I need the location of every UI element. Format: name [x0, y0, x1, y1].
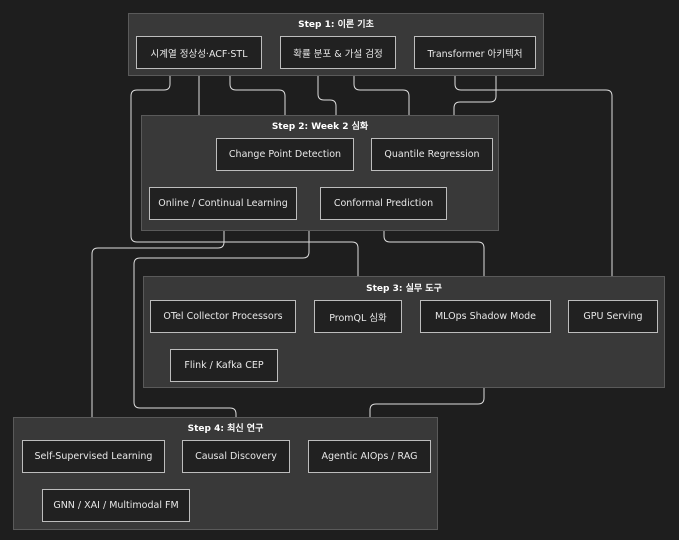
node-transformer[interactable]: Transformer 아키텍처 — [414, 36, 536, 69]
edge-prob-to-qr — [353, 69, 412, 139]
node-promql[interactable]: PromQL 심화 — [314, 300, 402, 333]
node-online-continual-learning[interactable]: Online / Continual Learning — [149, 187, 297, 220]
group-title: Step 1: 이론 기초 — [298, 20, 374, 30]
group-title: Step 2: Week 2 심화 — [271, 122, 369, 132]
edge-tf-to-gpu — [454, 69, 615, 301]
node-gpu-serving[interactable]: GPU Serving — [568, 300, 658, 333]
node-flink-kafka[interactable]: Flink / Kafka CEP — [170, 349, 278, 382]
edge-cp-to-mlops — [383, 220, 487, 301]
group-title: Step 4: 최신 연구 — [187, 424, 264, 434]
node-gnn-xai[interactable]: GNN / XAI / Multimodal FM — [42, 489, 190, 522]
group-title: Step 3: 실무 도구 — [366, 284, 442, 294]
node-probability[interactable]: 확률 분포 & 가설 검정 — [280, 36, 396, 69]
edge-ocl-to-ssl — [89, 220, 225, 441]
node-change-point-detection[interactable]: Change Point Detection — [216, 138, 354, 171]
node-mlops-shadow-mode[interactable]: MLOps Shadow Mode — [420, 300, 551, 333]
node-quantile-regression[interactable]: Quantile Regression — [371, 138, 493, 171]
node-causal-discovery[interactable]: Causal Discovery — [182, 440, 290, 473]
edge-ts-to-cpd — [229, 69, 288, 139]
edge-tf-to-qr — [451, 69, 497, 139]
node-agentic-aiops[interactable]: Agentic AIOps / RAG — [308, 440, 431, 473]
node-conformal-prediction[interactable]: Conformal Prediction — [320, 187, 447, 220]
edge-ts-to-promql — [130, 69, 361, 301]
node-otel-collector[interactable]: OTel Collector Processors — [150, 300, 296, 333]
node-self-supervised[interactable]: Self-Supervised Learning — [22, 440, 165, 473]
edge-prob-to-cp — [317, 69, 339, 188]
node-timeseries[interactable]: 시계열 정상성·ACF·STL — [136, 36, 262, 69]
edge-cpd-to-causal — [133, 171, 310, 441]
edge-mlops-to-agentic — [367, 333, 485, 441]
